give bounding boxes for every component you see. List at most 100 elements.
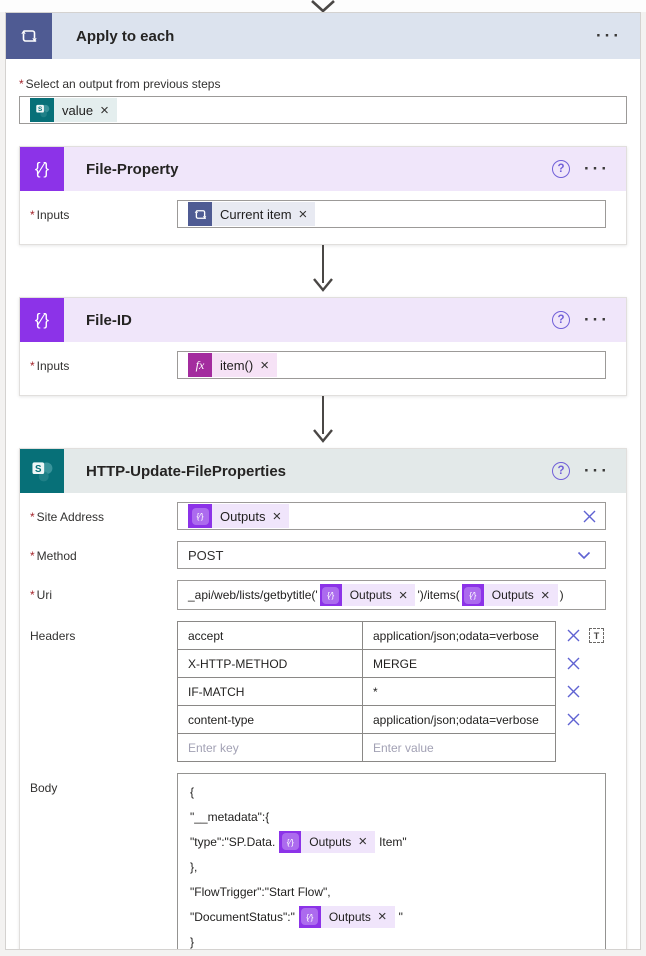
clear-site-address-button[interactable] (582, 509, 597, 524)
delete-header-row-button[interactable] (566, 656, 581, 671)
file-id-menu-button[interactable]: ··· (584, 310, 610, 329)
body-line: "__metadata":{ (190, 809, 270, 824)
file-property-title: File-Property (86, 160, 179, 178)
apply-to-each-menu-button[interactable]: ··· (596, 26, 622, 45)
header-row: X-HTTP-METHOD MERGE (177, 649, 557, 678)
headers-table: accept application/json;odata=verbose X-… (177, 621, 557, 762)
site-address-label: *Site Address (30, 510, 105, 524)
compose-token-icon: {∕} (279, 830, 302, 853)
header-key-cell[interactable]: content-type (177, 705, 363, 734)
delete-header-row-button[interactable] (566, 712, 581, 727)
remove-current-item-token-button[interactable]: × (298, 205, 308, 223)
switch-to-text-mode-button[interactable]: T (589, 628, 604, 643)
apply-to-each-header[interactable]: Apply to each ··· (6, 13, 640, 59)
header-key-cell[interactable]: IF-MATCH (177, 677, 363, 706)
remove-outputs-token-button[interactable]: × (398, 586, 408, 604)
file-property-card: {∕} File-Property ? ··· *Inputs (19, 146, 627, 245)
method-value: POST (188, 547, 224, 563)
body-line: "type":"SP.Data. {∕} Outputs × (190, 829, 593, 854)
site-address-field[interactable]: {∕} Outputs × (177, 502, 606, 530)
body-label: Body (30, 781, 58, 795)
header-value-cell[interactable]: * (362, 677, 556, 706)
outputs-token-label: Outputs (309, 834, 352, 849)
help-icon[interactable]: ? (552, 160, 571, 178)
required-marker: * (30, 359, 35, 373)
method-dropdown[interactable]: POST (177, 541, 606, 569)
header-value-cell[interactable]: application/json;odata=verbose (362, 621, 556, 650)
help-icon[interactable]: ? (552, 462, 571, 480)
down-arrow-icon (313, 245, 333, 292)
connector-arrow (19, 245, 627, 297)
remove-outputs-token-button[interactable]: × (377, 908, 387, 925)
file-property-inputs-field[interactable]: Current item × (177, 200, 606, 228)
value-token[interactable]: S value × (30, 98, 117, 122)
body-line: { (190, 784, 195, 799)
delete-header-row-button[interactable] (566, 684, 581, 699)
outputs-token-label: Outputs (220, 508, 266, 524)
remove-value-token-button[interactable]: × (100, 101, 109, 119)
remove-expression-token-button[interactable]: × (260, 356, 269, 374)
required-marker: * (30, 510, 35, 524)
compose-token-icon: {∕} (298, 905, 321, 928)
inputs-label: *Inputs (30, 359, 70, 373)
new-header-key-input[interactable] (188, 740, 352, 755)
clear-x-icon (583, 510, 596, 522)
uri-text-before: _api/web/lists/getbytitle(' (188, 588, 318, 602)
body-text: " (398, 909, 403, 924)
down-arrow-icon (313, 396, 333, 443)
body-line: } (190, 934, 195, 949)
sharepoint-action-icon: S (20, 449, 64, 493)
body-text: "type":"SP.Data. (190, 834, 276, 849)
compose-token-icon: {∕} (461, 584, 484, 606)
file-id-card: {∕} File-ID ? ··· *Inputs fx (19, 297, 627, 396)
uri-field[interactable]: _api/web/lists/getbytitle(' {∕} Outputs … (177, 580, 606, 610)
delete-header-row-button[interactable] (566, 628, 581, 643)
apply-to-each-title: Apply to each (76, 27, 175, 45)
uri-text-middle: ')/items( (417, 588, 460, 602)
outputs-token[interactable]: {∕} Outputs × (319, 584, 416, 606)
file-property-menu-button[interactable]: ··· (584, 159, 610, 178)
outputs-token[interactable]: {∕} Outputs × (188, 504, 290, 528)
incoming-connector (0, 0, 646, 12)
apply-to-each-loop-icon (6, 13, 52, 59)
body-line: }, (190, 859, 198, 874)
headers-label: Headers (30, 629, 76, 643)
header-key-cell[interactable]: X-HTTP-METHOD (177, 649, 363, 678)
outputs-token[interactable]: {∕} Outputs × (279, 830, 376, 853)
current-item-token[interactable]: Current item × (188, 202, 316, 226)
select-output-input[interactable]: S value × (19, 96, 627, 124)
http-update-title: HTTP-Update-FileProperties (86, 462, 287, 480)
required-marker: * (30, 588, 35, 602)
body-field[interactable]: { "__metadata":{ "type":"SP.Data. {∕} Ou… (177, 773, 606, 949)
header-row: accept application/json;odata=verbose (177, 621, 557, 650)
uri-label: *Uri (30, 588, 52, 602)
header-value-cell[interactable]: application/json;odata=verbose (362, 705, 556, 734)
http-update-menu-button[interactable]: ··· (584, 461, 610, 480)
file-id-inputs-field[interactable]: fx item() × (177, 351, 606, 379)
compose-token-icon: {∕} (188, 504, 212, 528)
remove-outputs-token-button[interactable]: × (540, 586, 550, 604)
method-label: *Method (30, 549, 77, 563)
remove-outputs-token-button[interactable]: × (358, 833, 368, 850)
compose-action-icon: {∕} (20, 147, 64, 191)
file-id-header[interactable]: {∕} File-ID ? ··· (20, 298, 626, 342)
header-value-cell[interactable]: MERGE (362, 649, 556, 678)
body-line: "DocumentStatus":" {∕} Outputs × (190, 904, 593, 929)
select-output-label: *Select an output from previous steps (19, 77, 221, 91)
remove-outputs-token-button[interactable]: × (272, 507, 282, 525)
file-property-header[interactable]: {∕} File-Property ? ··· (20, 147, 626, 191)
current-item-token-label: Current item (220, 206, 292, 222)
http-update-header[interactable]: S HTTP-Update-FileProperties ? ··· (20, 449, 626, 493)
outputs-token[interactable]: {∕} Outputs × (298, 905, 395, 928)
header-key-cell[interactable]: accept (177, 621, 363, 650)
outputs-token[interactable]: {∕} Outputs × (461, 584, 558, 606)
new-header-value-input[interactable] (373, 740, 545, 755)
http-update-card: S HTTP-Update-FileProperties ? ··· *Site… (19, 448, 627, 949)
svg-text:S: S (35, 464, 42, 475)
outputs-token-label: Outputs (349, 588, 392, 602)
file-id-title: File-ID (86, 311, 132, 329)
outputs-token-label: Outputs (491, 588, 534, 602)
expression-token[interactable]: fx item() × (188, 353, 277, 377)
required-marker: * (30, 208, 35, 222)
help-icon[interactable]: ? (552, 311, 571, 329)
